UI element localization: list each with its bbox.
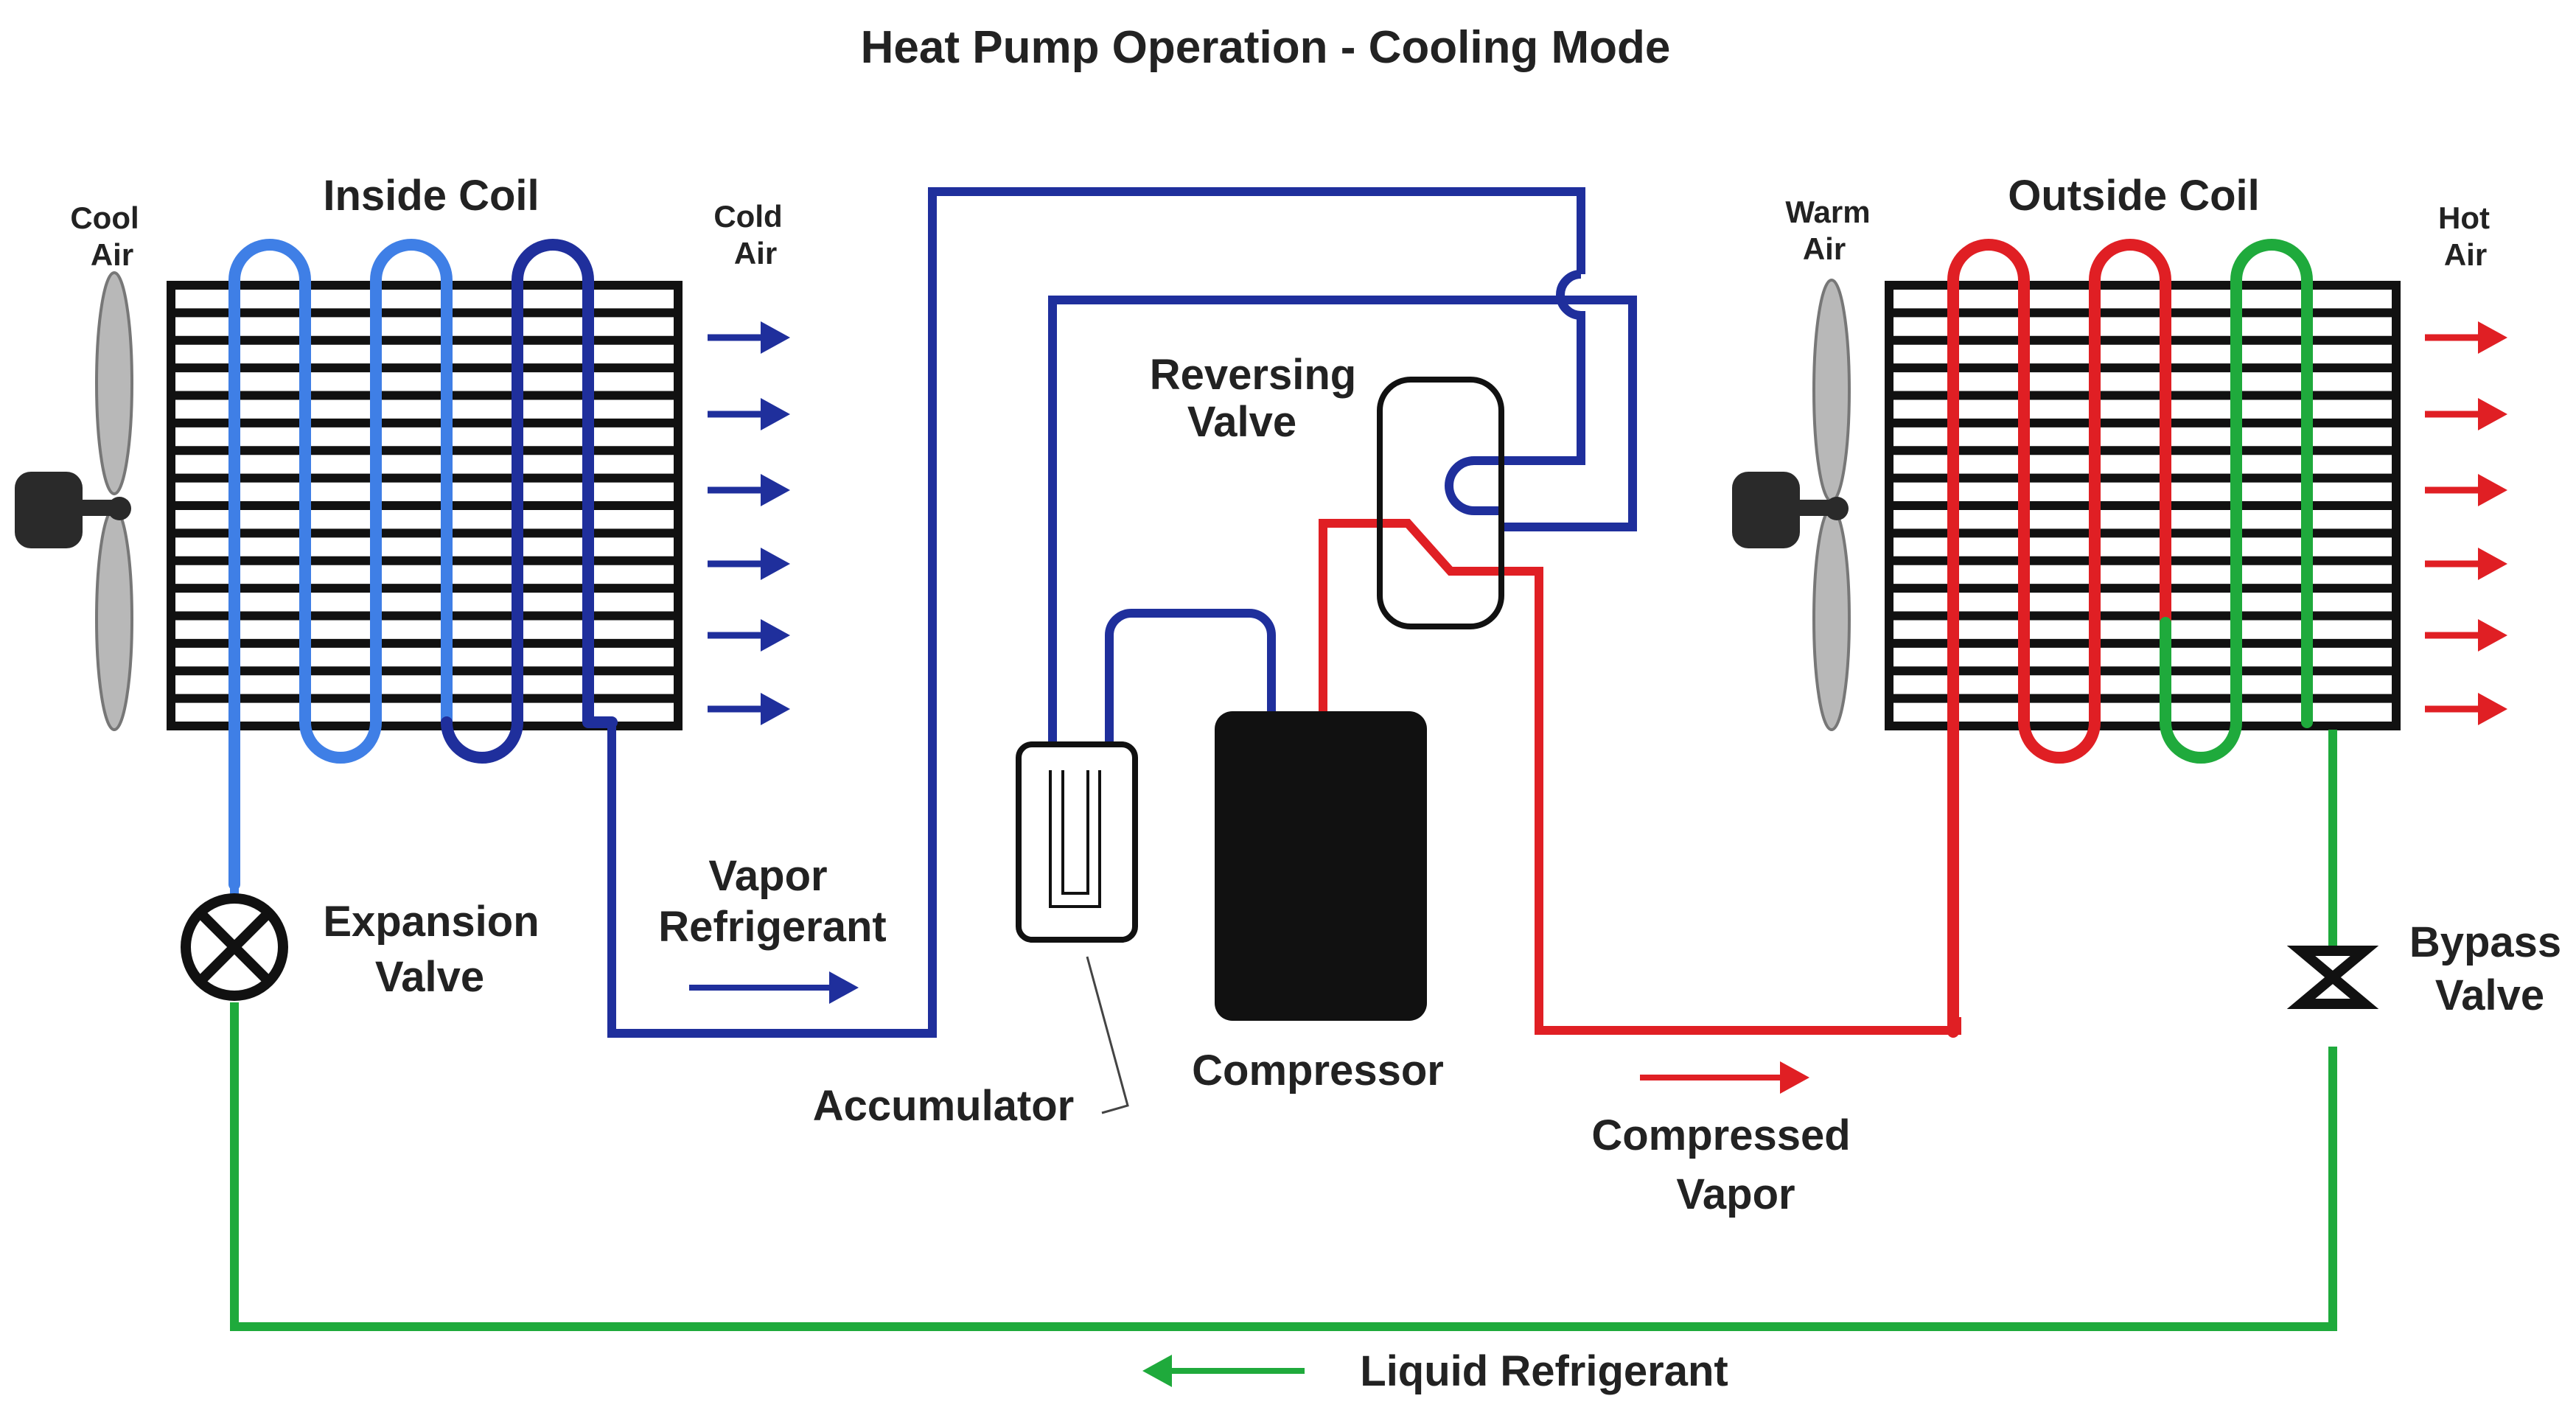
compressed-vapor-label-1: Compressed [1591, 1111, 1850, 1159]
compressed-vapor-line [1319, 519, 1961, 1035]
bypass-valve-label-1: Bypass [2409, 918, 2561, 966]
flow-arrow-icon [1142, 1355, 1305, 1387]
flow-arrow-icon [689, 971, 859, 1004]
hot-air-label-2: Air [2444, 237, 2487, 272]
flow-arrow-icon [708, 548, 790, 580]
flow-arrow-icon [708, 474, 790, 506]
compressed-vapor-label-2: Vapor [1676, 1170, 1795, 1218]
reversing-valve-label-1: Reversing [1150, 351, 1356, 399]
fan-icon [1732, 279, 1851, 731]
accumulator-label: Accumulator [813, 1082, 1075, 1130]
cool-air-label-1: Cool [70, 200, 139, 235]
expansion-valve-label-1: Expansion [323, 898, 539, 946]
cold-air-arrows [708, 321, 790, 725]
flow-arrow-icon [708, 398, 790, 430]
accumulator-suction-line [1048, 296, 1637, 744]
fan-icon [15, 271, 133, 731]
vapor-refrigerant-label-2: Refrigerant [658, 903, 886, 951]
outside-coil-tube-green [2160, 239, 2313, 764]
flow-arrow-icon [708, 693, 790, 725]
flow-arrow-icon [708, 619, 790, 652]
vapor-line-main [607, 187, 1585, 1038]
reversing-valve-label-2: Valve [1187, 398, 1296, 446]
bypass-valve-icon [2286, 946, 2379, 1009]
vapor-refrigerant-label-1: Vapor [708, 852, 827, 900]
diagram-title: Heat Pump Operation - Cooling Mode [861, 22, 1671, 73]
cold-air-label-1: Cold [713, 199, 782, 234]
warm-air-label-1: Warm [1785, 195, 1870, 229]
inside-coil-tubing [228, 239, 618, 890]
flow-arrow-icon [2425, 548, 2507, 580]
warm-air-label-2: Air [1803, 231, 1846, 266]
compressor-label: Compressor [1192, 1047, 1444, 1094]
cold-air-label-2: Air [734, 236, 777, 270]
liquid-line [230, 1002, 2337, 1331]
flow-arrow-icon [2425, 398, 2507, 430]
outside-coil-tube-red [1947, 239, 2171, 1038]
accumulator [1016, 741, 1138, 943]
reversing-valve-body [1377, 377, 1504, 629]
compressor [1215, 711, 1427, 1021]
outside-coil-label: Outside Coil [2008, 172, 2260, 220]
inside-coil-tube-light [228, 239, 453, 890]
bypass-valve-label-2: Valve [2435, 971, 2544, 1019]
outside-coil-tubing [1947, 239, 2313, 1038]
flow-arrow-icon [2425, 693, 2507, 725]
flow-arrow-icon [708, 321, 790, 354]
outside-coil-fins [1885, 281, 2401, 730]
hot-air-label-1: Hot [2438, 200, 2490, 235]
flow-arrow-icon [2425, 321, 2507, 354]
hot-air-arrows [2425, 321, 2507, 725]
cool-air-label-2: Air [91, 237, 133, 272]
flow-arrow-icon [2425, 619, 2507, 652]
vapor-line-crossover [1445, 270, 1585, 515]
liquid-refrigerant-label: Liquid Refrigerant [1360, 1347, 1728, 1395]
accumulator-to-compressor-line [1105, 609, 1276, 744]
expansion-valve-label-2: Valve [375, 953, 484, 1001]
expansion-valve-icon [181, 893, 288, 1001]
flow-arrow-icon [2425, 474, 2507, 506]
inside-coil-fins [167, 281, 683, 730]
flow-arrow-icon [1640, 1061, 1809, 1094]
accumulator-leader-line [1086, 956, 1129, 1114]
inside-coil-tube-dark [441, 239, 618, 764]
inside-coil-label: Inside Coil [323, 172, 539, 220]
